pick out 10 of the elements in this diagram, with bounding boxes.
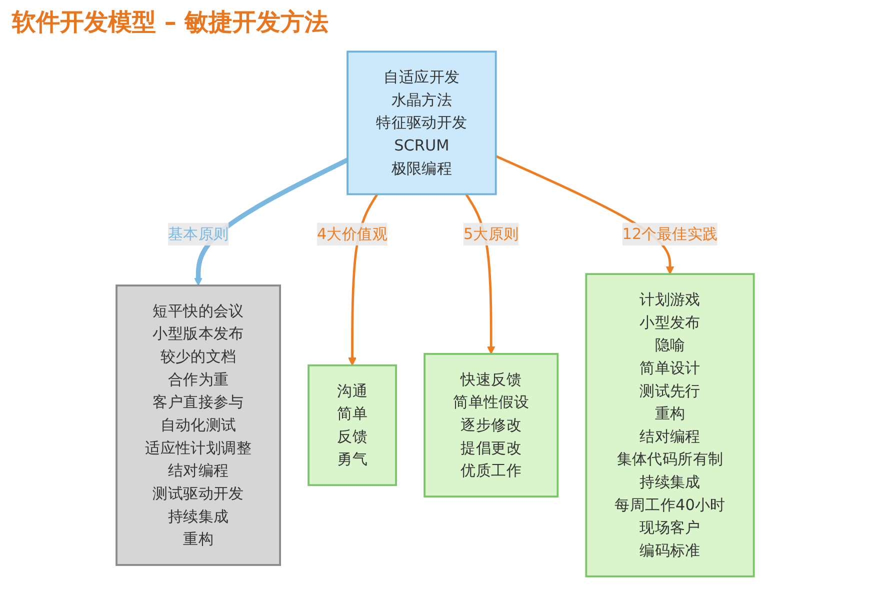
edge-label: 基本原则 xyxy=(168,224,229,243)
node-box: 快速反馈 简单性假设 逐步修改 提倡更改 优质工作 xyxy=(423,352,558,498)
edge-label: 12个最佳实践 xyxy=(622,224,718,243)
edge-label: 5大原则 xyxy=(463,224,519,243)
node-box: 短平快的会议 小型版本发布 较少的文档 合作为重 客户直接参与 自动化测试 适应性计划调整 结对编程 测试驱动开发 持续集成 重构 xyxy=(115,284,281,566)
edge-label: 4大价值观 xyxy=(316,224,388,243)
title: 软件开发模型 – 敏捷开发方法 xyxy=(12,7,330,38)
node-box: 自适应开发 水晶方法 特征驱动开发 SCRUM 极限编程 xyxy=(346,50,497,196)
node-box: 沟通 简单 反馈 勇气 xyxy=(307,364,397,486)
node-box: 计划游戏 小型发布 隐喻 简单设计 测试先行 重构 结对编程 集体代码所有制 持续集成 每周工作40小时 现场客户 编码标准 xyxy=(585,273,755,578)
